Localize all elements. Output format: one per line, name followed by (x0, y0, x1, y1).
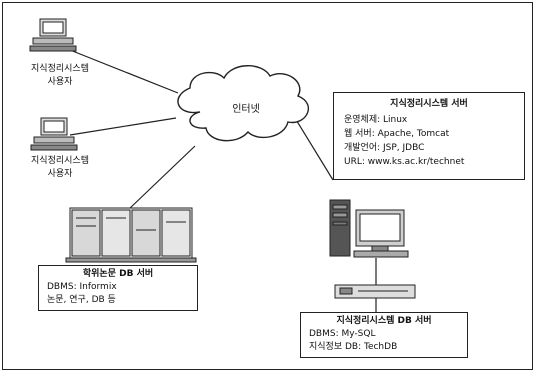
academic-db-title: 학위논문 DB 서버 (82, 269, 154, 279)
connector-internet-academicdb (127, 145, 196, 211)
km-server-os: 운영체제: Linux (344, 115, 408, 125)
user-label-1: 지식정리시스템 사용자 (20, 63, 100, 89)
diagram-border (2, 2, 533, 370)
server-rack-icon (65, 207, 197, 263)
km-db-title: 지식정리시스템 DB 서버 (336, 316, 432, 326)
user-label-1-line1: 지식정리시스템 (31, 64, 89, 74)
km-server-web: 웹 서버: Apache, Tomcat (344, 129, 450, 139)
academic-db-items: 논문, 연구, DB 등 (47, 295, 116, 305)
km-db-box: 지식정리시스템 DB 서버 DBMS: My-SQL 지식정보 DB: Tech… (300, 312, 468, 358)
storage-device-icon (334, 284, 416, 299)
km-server-title: 지식정리시스템 서버 (390, 99, 468, 109)
km-server-box: 지식정리시스템 서버 운영체제: Linux 웹 서버: Apache, Tom… (333, 92, 525, 180)
cloud-icon (177, 65, 309, 142)
connector-user1-internet (69, 49, 179, 94)
connector-user2-internet (69, 117, 177, 136)
desktop-computer-icon (30, 117, 78, 151)
km-server-url: URL: www.ks.ac.kr/technet (344, 157, 465, 167)
connector-lines (69, 49, 377, 312)
desktop-computer-icon (29, 18, 77, 52)
academic-db-dbms: DBMS: Informix (47, 282, 117, 292)
user-label-2-line1: 지식정리시스템 (31, 156, 89, 166)
user-label-1-line2: 사용자 (47, 77, 73, 87)
academic-db-box: 학위논문 DB 서버 DBMS: Informix 논문, 연구, DB 등 (38, 265, 198, 311)
workstation-icon (329, 199, 409, 258)
internet-label: 인터넷 (232, 104, 260, 115)
km-db-dbms: DBMS: My-SQL (309, 329, 376, 339)
km-server-lang: 개발언어: JSP, JDBC (344, 143, 425, 153)
connector-internet-kmserver (294, 117, 334, 181)
user-label-2: 지식정리시스템 사용자 (18, 155, 102, 181)
user-label-2-line2: 사용자 (47, 169, 73, 179)
km-db-info: 지식정보 DB: TechDB (309, 342, 398, 352)
